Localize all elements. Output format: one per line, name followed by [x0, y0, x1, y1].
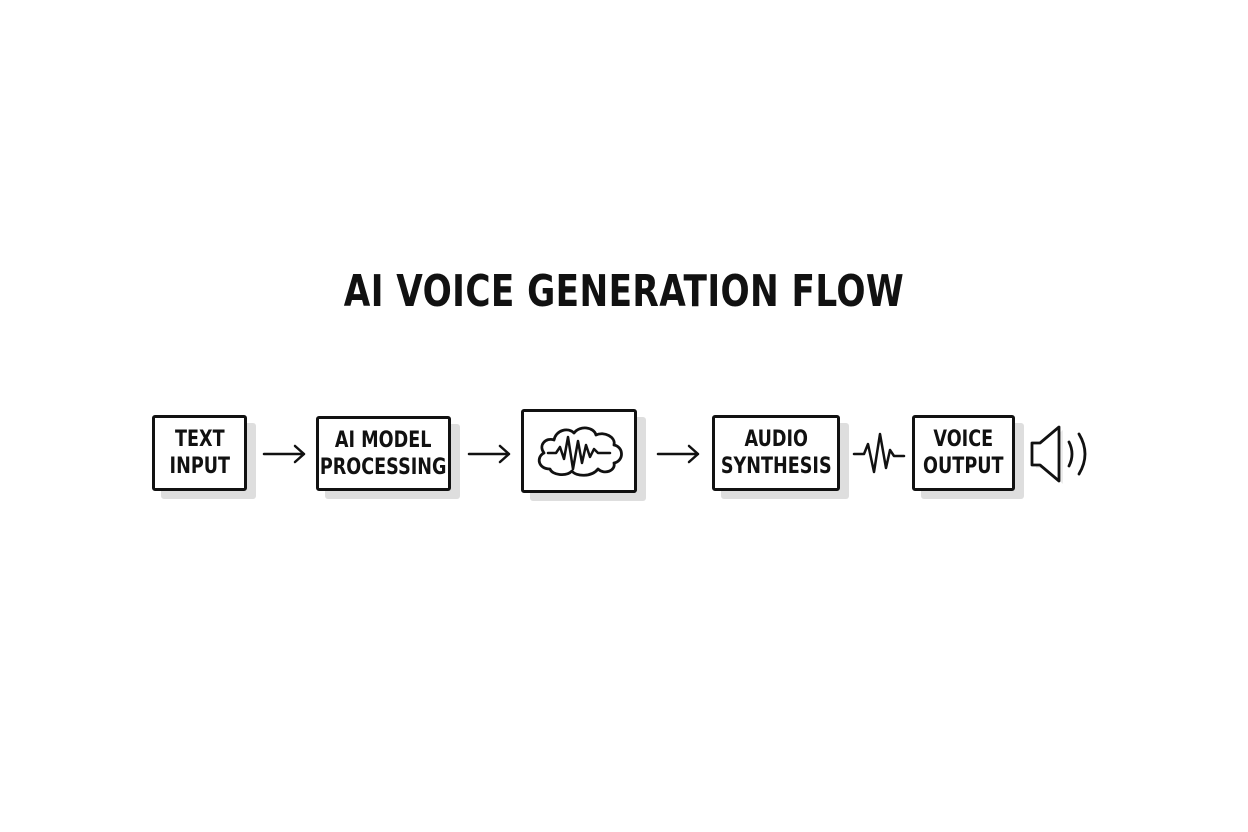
node-label: AUDIO SYNTHESIS — [720, 427, 832, 479]
diagram-title: AI VOICE GENERATION FLOW — [343, 266, 905, 317]
node-ai-model-processing: AI MODEL PROCESSING — [316, 416, 451, 491]
arrow-right-icon — [467, 444, 511, 464]
node-voice-output: VOICE OUTPUT — [912, 415, 1015, 491]
sound-wave-icon — [852, 432, 906, 474]
node-text-input: TEXT INPUT — [152, 415, 247, 491]
node-label: TEXT INPUT — [169, 427, 230, 479]
node-audio-synthesis: AUDIO SYNTHESIS — [712, 415, 840, 491]
waveform-cloud-icon — [537, 426, 623, 477]
node-waveform-cloud — [521, 409, 637, 493]
arrow-right-icon — [262, 444, 306, 464]
node-label: VOICE OUTPUT — [923, 427, 1004, 479]
speaker-icon — [1030, 425, 1087, 484]
arrow-right-icon — [656, 444, 700, 464]
node-label: AI MODEL PROCESSING — [320, 427, 447, 480]
